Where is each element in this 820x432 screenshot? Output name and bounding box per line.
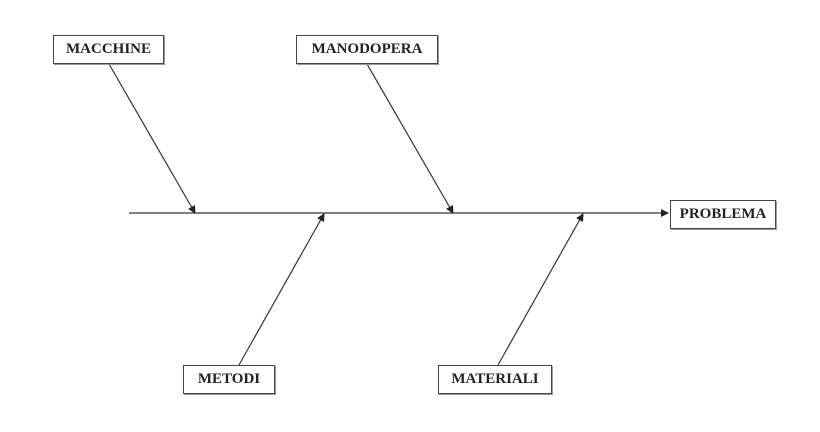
bone-manodopera-arrow — [366, 63, 454, 214]
effect-problema-box: PROBLEMA — [670, 200, 776, 229]
cause-macchine-box: MACCHINE — [53, 35, 164, 64]
bone-macchine-arrow — [108, 63, 196, 214]
bone-metodi-arrow — [238, 213, 325, 366]
cause-metodi-box: METODI — [183, 365, 275, 394]
cause-manodopera-box: MANODOPERA — [296, 35, 438, 64]
bone-materiali-arrow — [497, 213, 584, 366]
cause-materiali-box: MATERIALI — [438, 365, 552, 394]
